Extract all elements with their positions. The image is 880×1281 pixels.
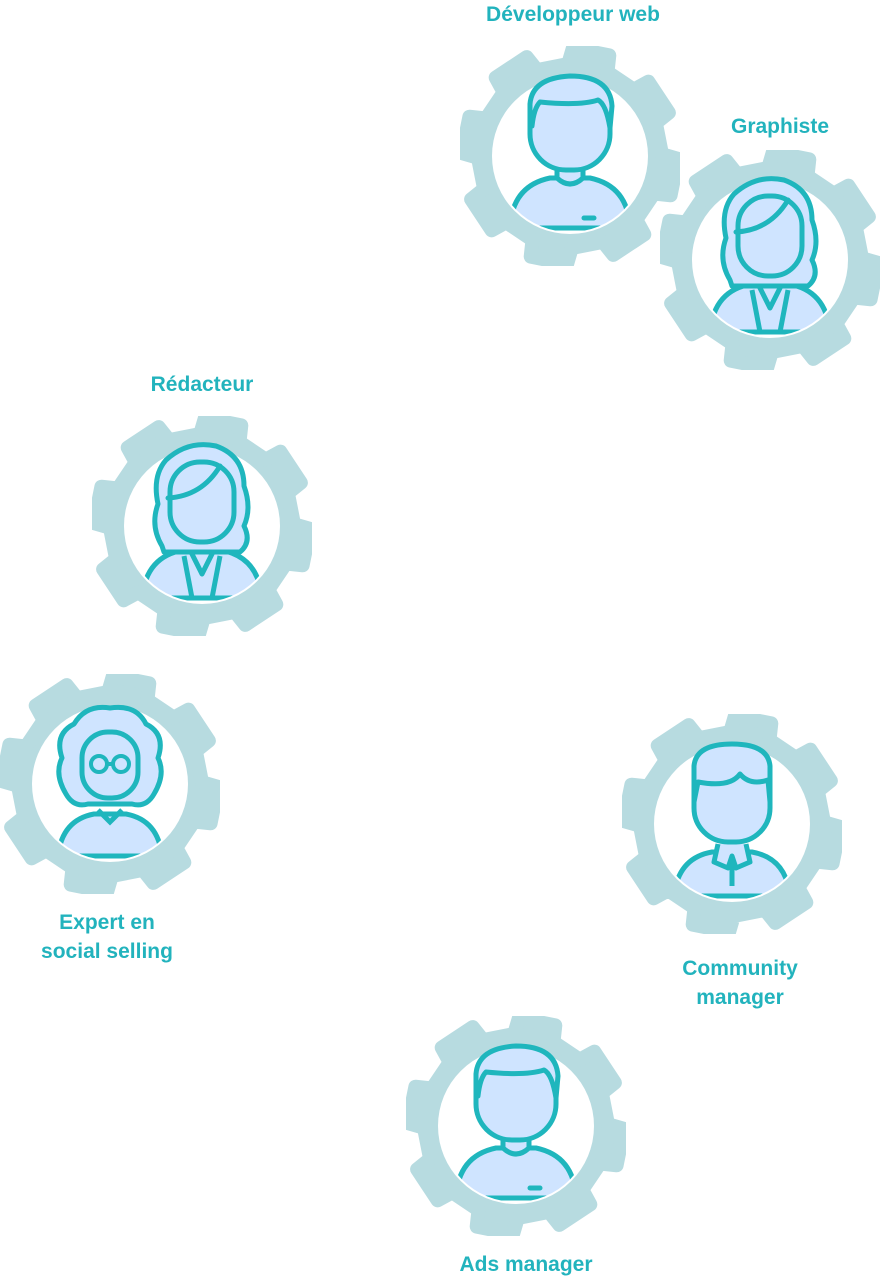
role-label: Graphiste <box>670 112 880 141</box>
role-label: Community manager <box>630 954 850 1012</box>
role-label-line: Développeur web <box>486 3 660 26</box>
role-label-line: manager <box>696 986 784 1009</box>
role-label-line: Community <box>682 957 798 980</box>
male-short-hair-avatar-icon <box>406 1016 626 1236</box>
role-label: Ads manager <box>416 1250 636 1279</box>
role-label-line: Graphiste <box>730 115 830 138</box>
role-label-line: social selling <box>41 940 173 963</box>
role-label: Rédacteur <box>92 370 312 399</box>
male-collared-shirt-avatar-icon <box>622 714 842 934</box>
role-label-line: Rédacteur <box>150 373 254 396</box>
role-label: Développeur web <box>463 0 683 29</box>
female-curly-hair-glasses-avatar-icon <box>0 674 220 894</box>
female-long-hair-avatar-icon <box>660 150 880 370</box>
role-label-line: Ads manager <box>459 1253 593 1276</box>
role-label: Expert en social selling <box>0 908 214 966</box>
male-short-hair-avatar-icon <box>460 46 680 266</box>
role-label-line: Expert en <box>59 911 155 934</box>
female-long-hair-avatar-icon <box>92 416 312 636</box>
